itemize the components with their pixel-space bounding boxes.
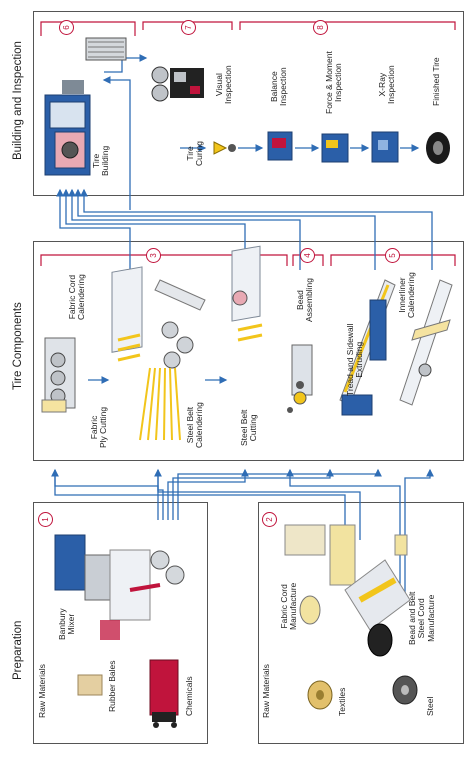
step-number-5: 5	[385, 248, 400, 263]
steel-belt-calender	[139, 279, 206, 441]
tire-building-machine	[44, 80, 91, 176]
step-number-6: 6	[59, 20, 74, 35]
step-number-3: 3	[146, 248, 161, 263]
finished-tire-graphic	[426, 132, 450, 164]
fabric-calender	[41, 337, 76, 413]
visual-inspection-machine	[267, 131, 293, 161]
steel-spool	[392, 675, 418, 705]
label-raw-materials-1: Raw Materials	[37, 664, 47, 718]
rubber-bales-graphic	[77, 674, 103, 696]
banbury-mixer	[54, 534, 185, 640]
steel-belt-cutter	[231, 245, 263, 342]
label-steel: Steel	[425, 696, 435, 716]
label-raw-materials-2: Raw Materials	[261, 664, 271, 718]
steel-cord-machine	[344, 534, 411, 657]
step-number-4: 4	[300, 248, 315, 263]
tread-extruder	[339, 279, 396, 416]
step-number-8: 8	[313, 20, 328, 35]
innerliner-calender	[399, 279, 453, 406]
bead-assembler	[287, 344, 313, 413]
chemicals-truck	[149, 659, 179, 728]
textiles-spool	[307, 680, 333, 710]
fabric-cord-machine	[284, 524, 356, 625]
force-moment-machine	[321, 133, 349, 163]
label-rubber-bales: Rubber Bales	[107, 660, 117, 712]
label-textiles: Textiles	[337, 687, 347, 716]
step-number-7: 7	[181, 20, 196, 35]
curing-tire	[213, 141, 236, 155]
xray-machine	[371, 131, 399, 163]
step-number-1: 1	[38, 512, 53, 527]
label-finished-tire: Finished Tire	[431, 57, 441, 106]
fabric-ply-cutter	[111, 266, 143, 362]
step-number-2: 2	[262, 512, 277, 527]
curing-press	[151, 66, 204, 102]
green-tire-stack	[85, 37, 127, 61]
label-chemicals: Chemicals	[184, 676, 194, 716]
